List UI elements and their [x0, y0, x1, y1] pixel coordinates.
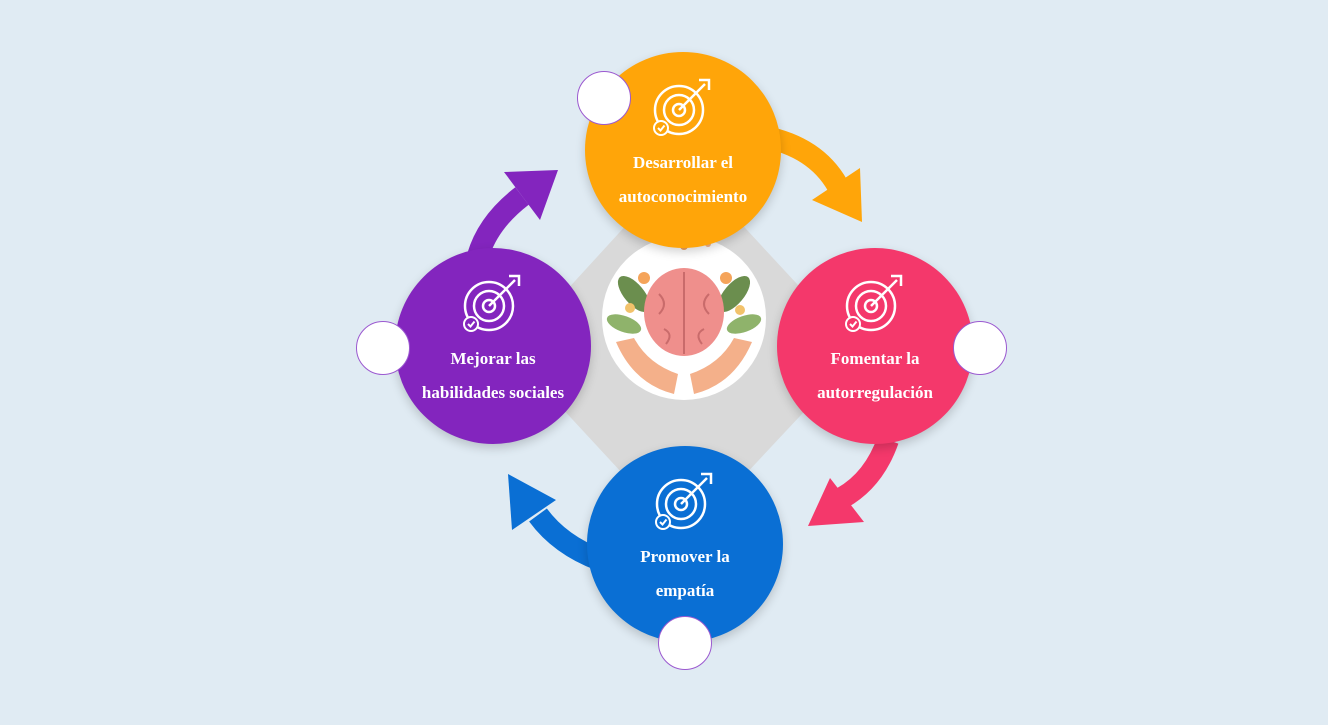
step-label: Fomentar la autorregulación [817, 349, 933, 402]
brain-shape [644, 268, 724, 356]
arrow-pink [808, 436, 899, 526]
target-arrow-icon [655, 472, 713, 530]
hands [616, 338, 752, 394]
arrow-purple [467, 170, 558, 260]
target-arrow-icon [653, 78, 711, 136]
step-label: Mejorar las habilidades sociales [421, 349, 565, 402]
step-number-badge-purple [356, 321, 410, 375]
arrow-orange [767, 127, 862, 222]
target-arrow-icon [845, 274, 903, 332]
step-label: Promover la empatía [640, 547, 730, 600]
step-purple: Mejorar las habilidades sociales [395, 248, 591, 444]
step-label: Desarrollar el autoconocimiento [618, 153, 748, 206]
step-number-badge-pink [953, 321, 1007, 375]
step-number-badge-blue [658, 616, 712, 670]
step-pink: Fomentar la autorregulación [777, 248, 973, 444]
step-blue: Promover la empatía [587, 446, 783, 642]
target-arrow-icon [463, 274, 521, 332]
leaf-decor [606, 239, 762, 334]
step-number-badge-orange [577, 71, 631, 125]
brain-illustration [606, 239, 762, 394]
